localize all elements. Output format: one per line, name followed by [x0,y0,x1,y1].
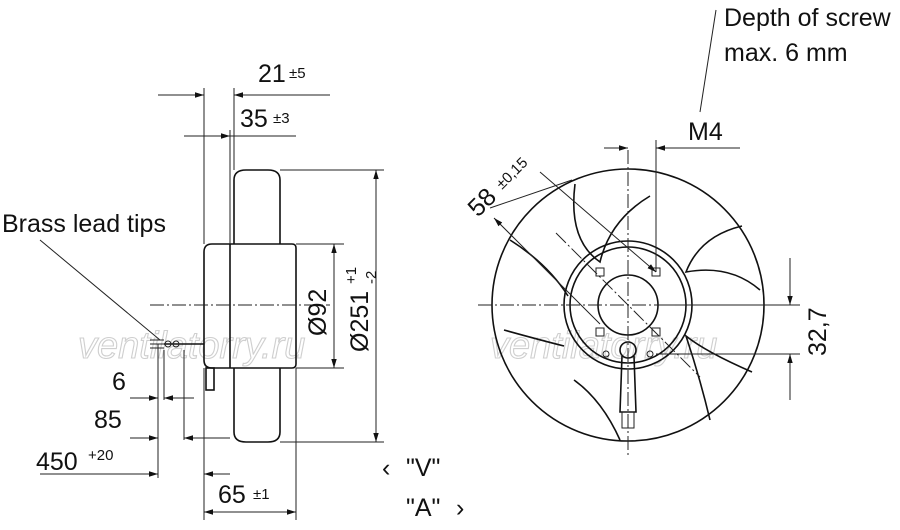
blade [503,329,565,347]
thread-label: M4 [688,118,723,146]
dim-251-tol-upper: +1 [343,267,360,284]
cable-leads [150,339,164,349]
chevron-right-icon: › [456,494,464,522]
dim-450-value: 450 [36,448,78,476]
dim-21-tol: ±5 [289,65,306,82]
dim-251-value: Ø251 [346,291,374,352]
view-v-label: "V" [406,454,440,482]
dim-85-value: 85 [94,406,122,434]
dim-35-value: 35 [240,105,268,133]
mount-stub [205,367,215,391]
blade [684,225,761,291]
motor-body [203,243,297,369]
watermark-left: ventilatorry.ru [78,325,305,367]
dim-450-tol: +20 [88,447,113,464]
blade [573,379,621,441]
screw-note-line1: Depth of screw [724,4,892,32]
screw-hole [595,327,605,337]
diag-centerline [555,232,701,378]
dim-92-value: Ø92 [304,289,332,336]
dim-35-tol: ±3 [273,110,290,127]
chevron-left-icon: ‹ [382,454,390,482]
screw-hole [651,327,661,337]
blade [684,333,753,421]
front-view: M4 Depth of screw max. 6 mm 58 ±0,15 32,… [462,4,892,455]
impeller-upper [233,169,281,244]
dim-58-tol: ±0,15 [493,154,531,192]
blade [509,239,569,297]
brass-tip [164,340,172,348]
dim-21-value: 21 [258,60,286,88]
brass-lead-label: Brass lead tips [2,210,166,238]
note-leader [699,9,717,113]
screw-note-line2: max. 6 mm [724,39,848,67]
view-a-label: "A" [406,494,440,522]
dim-251-tol-lower: -2 [363,271,380,284]
impeller-lower [233,368,281,443]
dim-58-value: 58 [462,183,501,222]
dim-65-value: 65 [218,481,246,509]
side-view: 21 ±5 35 ±3 Ø92 Ø251 +1 -2 6 85 450 +20 … [2,60,384,520]
dim-65-tol: ±1 [253,486,270,503]
brass-tip [172,340,180,348]
dim-32-7-value: 32,7 [804,307,832,356]
dim-6-value: 6 [112,368,126,396]
screw-hole [595,267,605,277]
view-markers: ‹ "V" "A" › [382,454,464,522]
blade [572,183,651,264]
brass-leader [39,239,161,341]
